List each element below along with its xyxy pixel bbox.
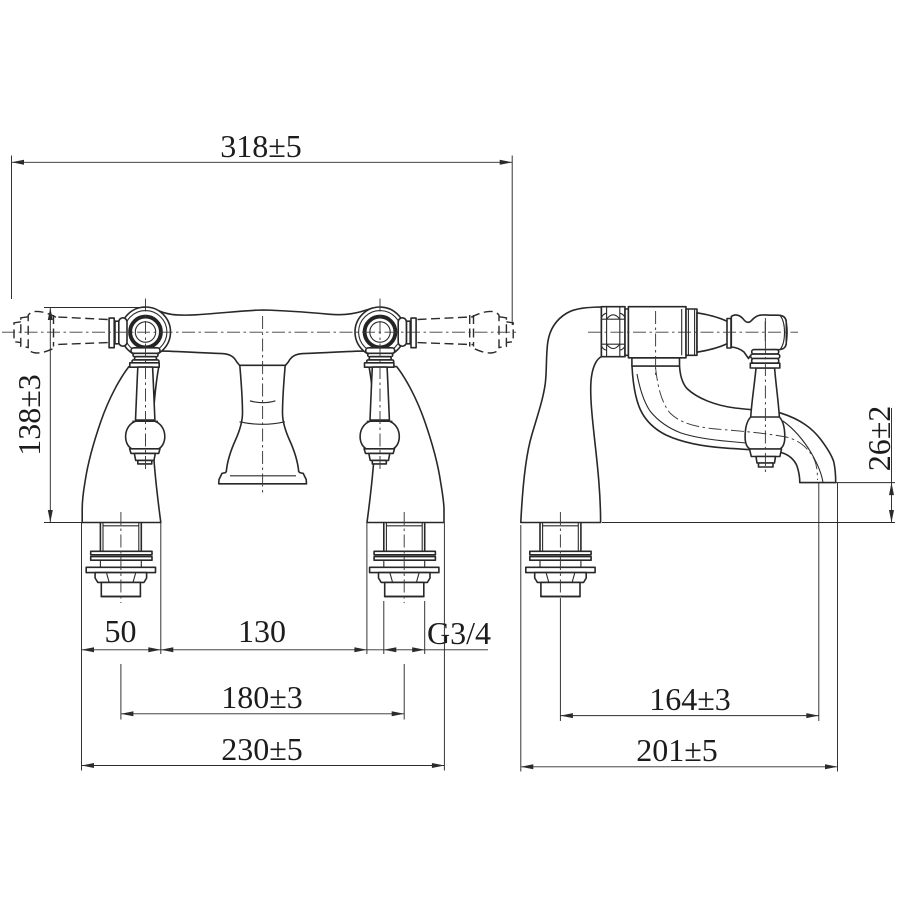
svg-text:138±3: 138±3 — [11, 374, 47, 456]
svg-text:201±5: 201±5 — [636, 732, 718, 768]
svg-text:164±3: 164±3 — [649, 681, 731, 717]
svg-text:230±5: 230±5 — [221, 731, 303, 767]
svg-text:G3/4: G3/4 — [427, 615, 491, 651]
svg-text:130: 130 — [238, 613, 286, 649]
svg-text:318±5: 318±5 — [220, 128, 302, 164]
svg-text:180±3: 180±3 — [221, 679, 303, 715]
svg-text:26±2: 26±2 — [861, 406, 897, 472]
svg-text:50: 50 — [105, 613, 137, 649]
